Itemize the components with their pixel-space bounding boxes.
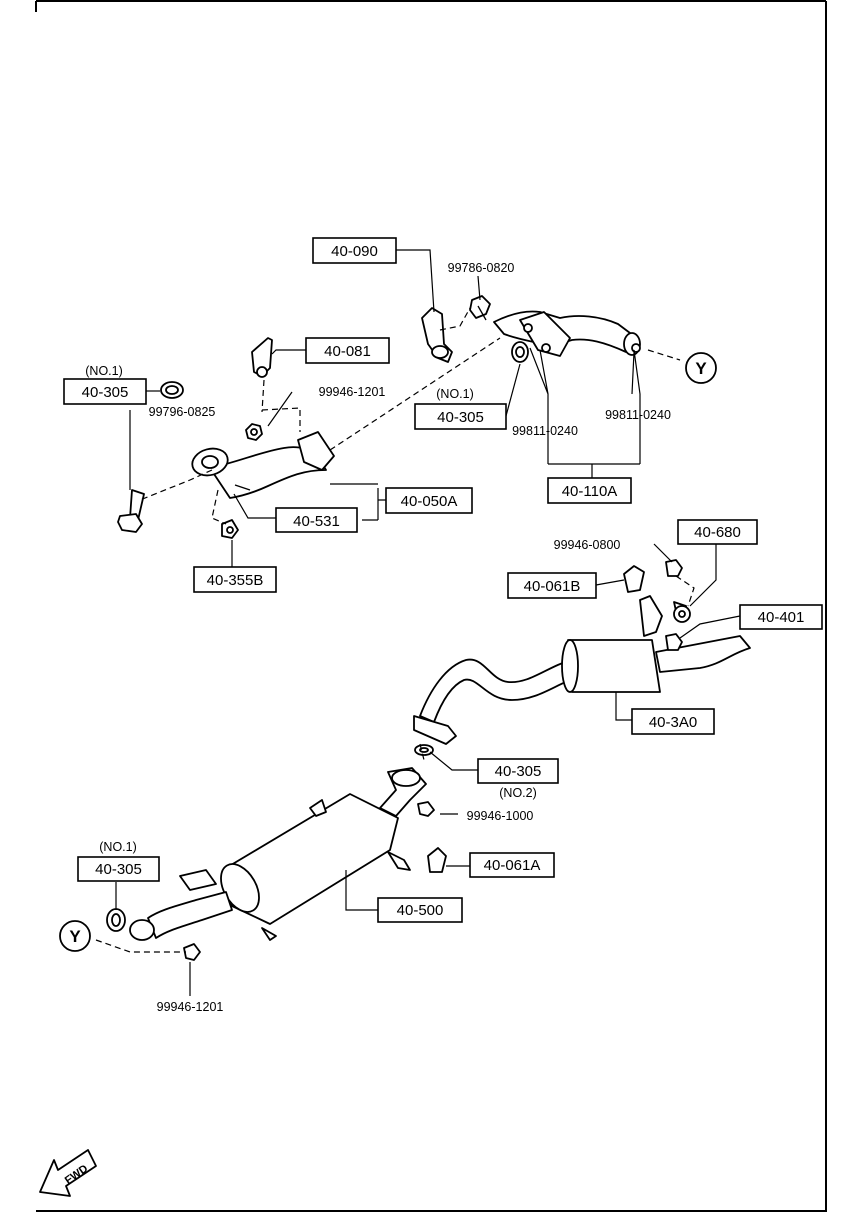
part-label-40-305-d: 40-305 xyxy=(95,861,142,878)
part-label-40-401: 40-401 xyxy=(758,609,805,626)
bolt-99796-0825 xyxy=(117,489,145,533)
front-pipe-40-050A xyxy=(191,431,335,499)
gasket-40-305-front xyxy=(160,381,184,399)
rubber-40-680 xyxy=(673,605,691,623)
main-silencer-40-500 xyxy=(129,767,427,941)
part-label-40-110A: 40-110A xyxy=(562,483,618,500)
part-label-40-061B: 40-061B xyxy=(524,578,581,595)
part-label-40-305-c: 40-305 xyxy=(495,763,542,780)
nut-99946-0800 xyxy=(665,559,683,577)
part-label-99946-0800: 99946-0800 xyxy=(554,538,621,552)
part-label-99946-1000: 99946-1000 xyxy=(467,809,534,823)
pipe-40-110A xyxy=(493,310,641,357)
no1-label-a: (NO.1) xyxy=(85,364,123,378)
y-marker-bottom: Y xyxy=(59,920,91,952)
part-label-99946-1201-a: 99946-1201 xyxy=(319,385,386,399)
no2-label: (NO.2) xyxy=(499,786,537,800)
fwd-arrow-icon: FWD xyxy=(39,1149,97,1197)
nut-40-401 xyxy=(665,633,683,651)
part-label-40-050A: 40-050A xyxy=(401,493,458,510)
gasket-40-305-rear xyxy=(414,744,434,756)
no1-label-c: (NO.1) xyxy=(99,840,137,854)
part-label-40-305-b: 40-305 xyxy=(437,409,484,426)
y-marker-top-label: Y xyxy=(695,359,707,378)
part-label-40-680: 40-680 xyxy=(694,524,741,541)
rear-muffler-40-3A0 xyxy=(413,595,751,745)
bolt-99786-0820 xyxy=(469,295,491,321)
rubber-40-061B xyxy=(623,565,645,593)
part-label-99946-1201-b: 99946-1201 xyxy=(157,1000,224,1014)
nut-99946-1000 xyxy=(417,801,435,817)
part-label-40-081: 40-081 xyxy=(324,343,371,360)
part-label-40-305-a: 40-305 xyxy=(82,384,129,401)
bracket-40-081 xyxy=(251,337,273,378)
part-label-99796-0825: 99796-0825 xyxy=(149,405,216,419)
rubber-40-061A xyxy=(427,847,447,873)
nut-99946-1201-top xyxy=(245,423,263,441)
part-label-40-355B: 40-355B xyxy=(207,572,264,589)
heat-insulator-40-090 xyxy=(421,307,453,363)
callout-labels: 40-090 99786-0820 40-081 (NO.1) 40-305 9… xyxy=(63,237,823,1014)
gasket-40-305-silencer xyxy=(106,908,126,932)
page-frame xyxy=(35,0,827,1212)
y-marker-top: Y xyxy=(685,352,717,384)
no1-label-b: (NO.1) xyxy=(436,387,474,401)
assembly-dashed-lines xyxy=(95,307,695,953)
y-marker-bottom-label: Y xyxy=(69,927,81,946)
part-label-40-500: 40-500 xyxy=(397,902,444,919)
part-label-40-061A: 40-061A xyxy=(484,857,541,874)
gasket-40-305-manifold xyxy=(511,341,529,363)
part-label-40-3A0: 40-3A0 xyxy=(649,714,697,731)
part-label-40-090: 40-090 xyxy=(331,243,378,260)
part-label-99811-0240-b: 99811-0240 xyxy=(605,408,671,422)
nut-99946-1201-bottom xyxy=(183,943,201,961)
part-label-40-531: 40-531 xyxy=(293,513,340,530)
part-label-99811-0240-a: 99811-0240 xyxy=(512,424,578,438)
rubber-40-355B xyxy=(221,519,239,539)
leader-lines xyxy=(115,249,741,996)
part-label-99786-0820: 99786-0820 xyxy=(448,261,515,275)
